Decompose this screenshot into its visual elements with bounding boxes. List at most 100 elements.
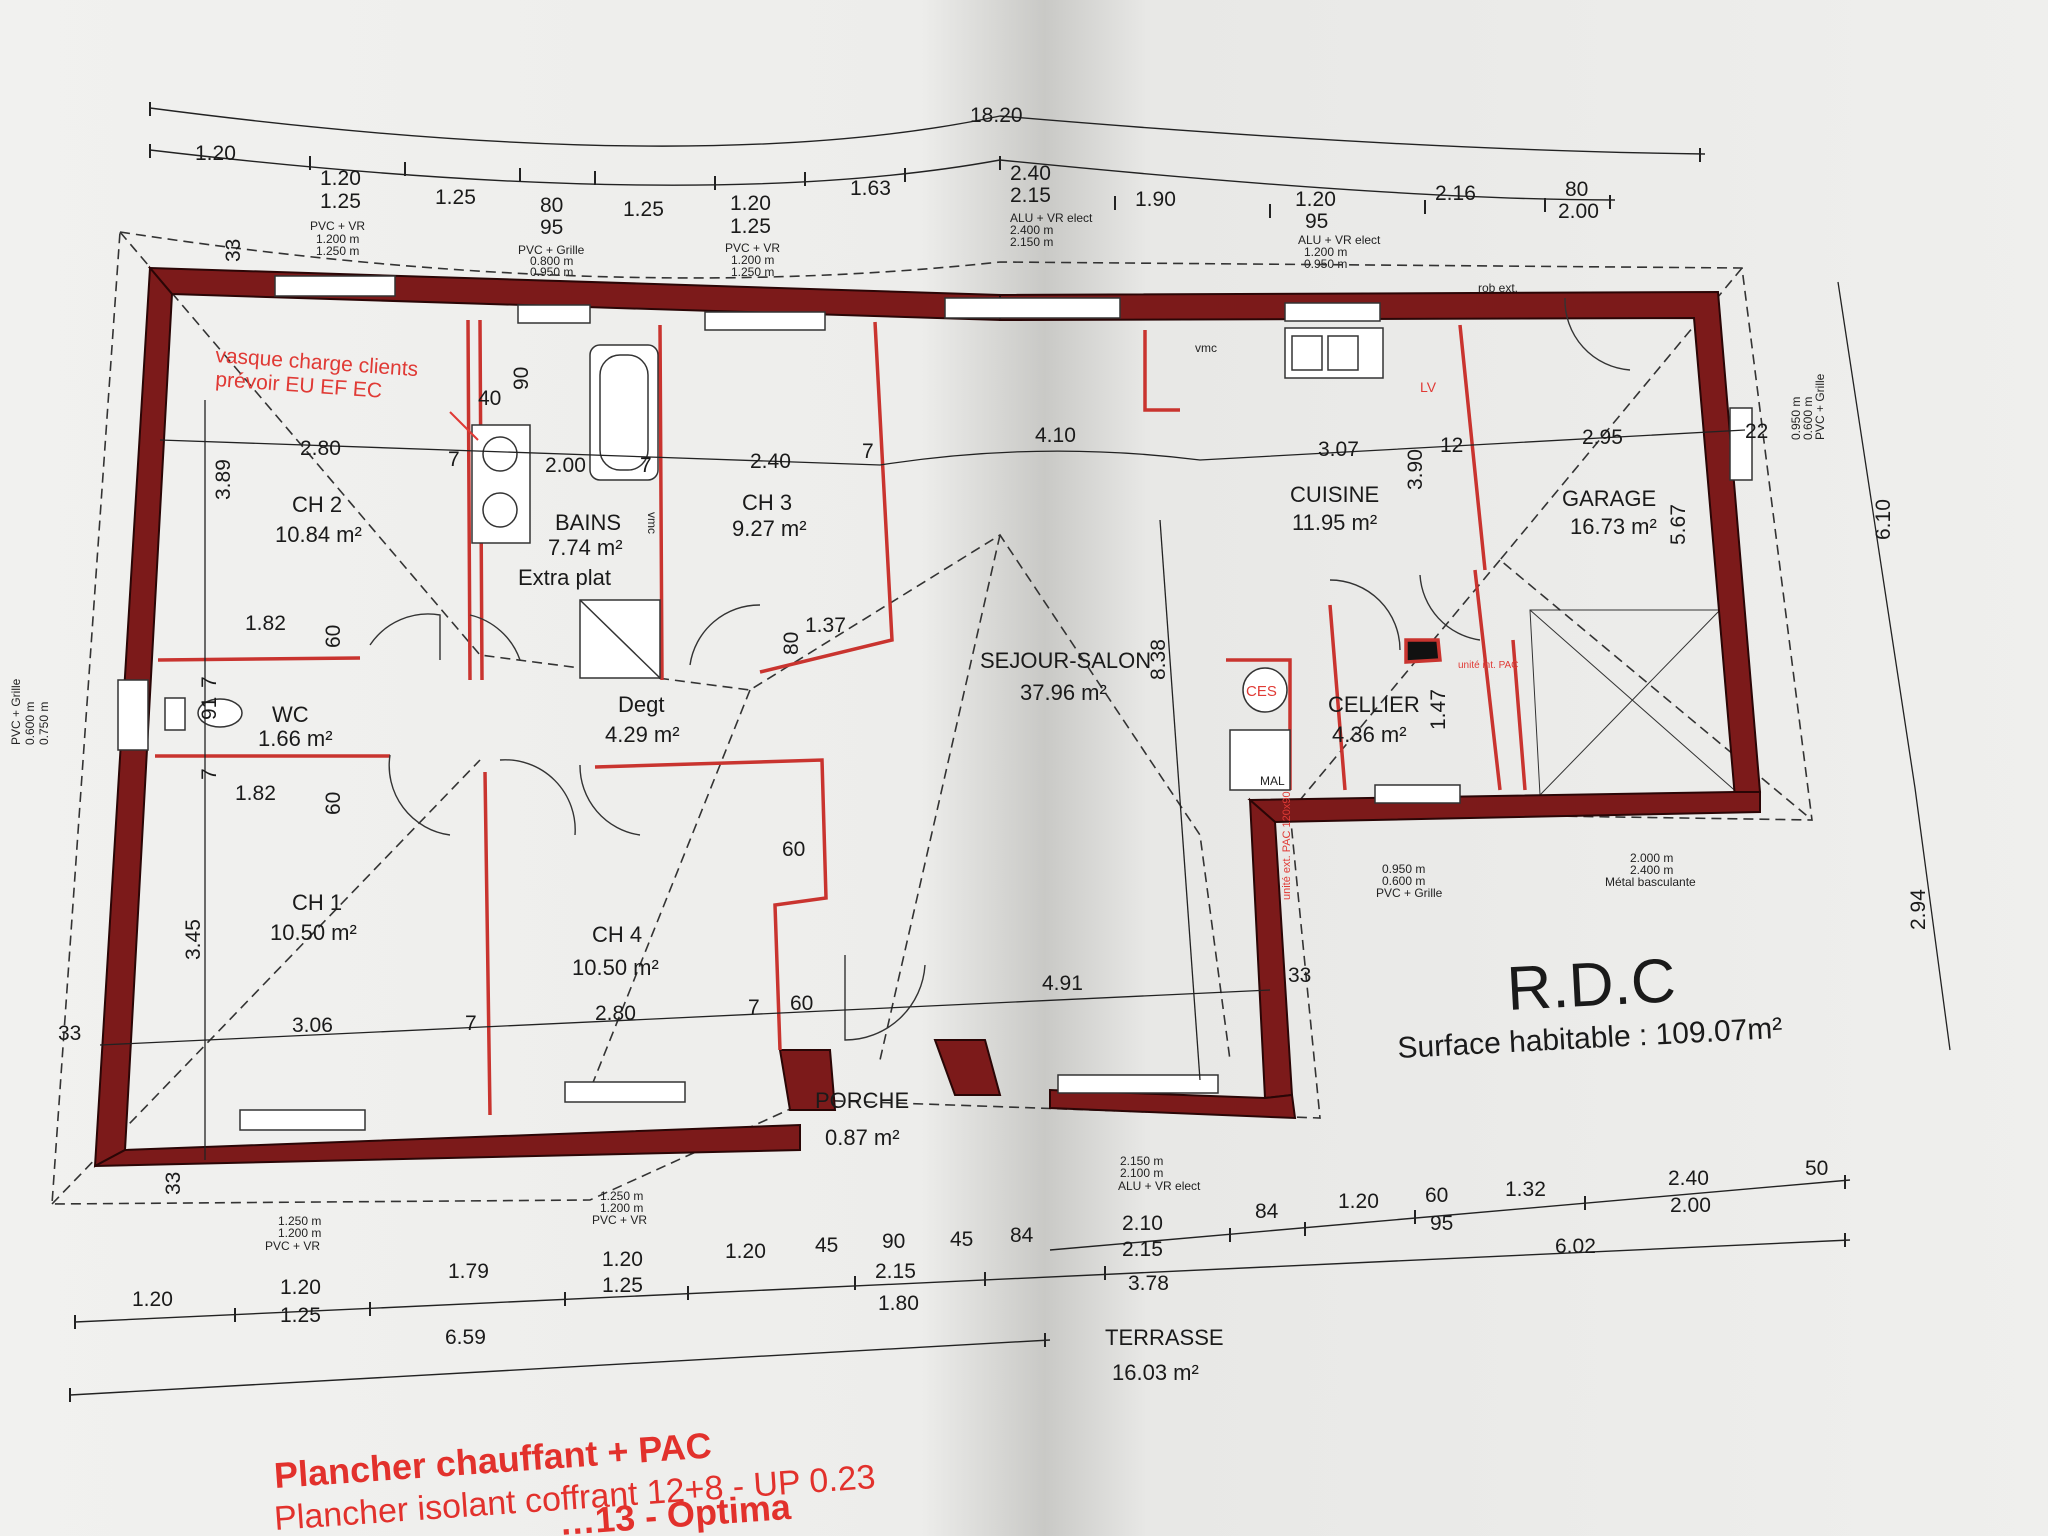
- svg-text:3.07: 3.07: [1318, 438, 1359, 461]
- bottom-dim-labels: 2.10 84 1.20 60 1.32 2.40 50 2.15 95 2.0…: [132, 1154, 1828, 1349]
- svg-text:7: 7: [640, 454, 652, 477]
- room-wc-name: WC: [272, 702, 309, 727]
- svg-text:2.16: 2.16: [1435, 182, 1476, 205]
- client-note: vasque charge clients prévoir EU EF EC: [215, 344, 479, 441]
- svg-text:0.950 m: 0.950 m: [530, 265, 573, 279]
- svg-text:1.25: 1.25: [435, 186, 476, 209]
- toilet: [164, 697, 243, 731]
- svg-text:3.06: 3.06: [292, 1014, 333, 1037]
- svg-text:1.20: 1.20: [730, 192, 771, 215]
- room-ch4-area: 10.50 m²: [572, 955, 659, 980]
- room-sejour-name: SEJOUR-SALON: [980, 648, 1151, 673]
- svg-text:2.80: 2.80: [595, 1002, 636, 1025]
- svg-text:0.950 m: 0.950 m: [1382, 862, 1425, 876]
- svg-text:4.10: 4.10: [1035, 424, 1076, 447]
- svg-text:ALU + VR elect: ALU + VR elect: [1010, 211, 1093, 225]
- interior-walls: [155, 319, 1527, 1116]
- svg-text:7: 7: [198, 768, 221, 780]
- svg-text:90: 90: [882, 1230, 905, 1253]
- svg-text:PVC + VR: PVC + VR: [310, 219, 365, 233]
- room-bains-extra: Extra plat: [518, 565, 611, 590]
- svg-text:1.25: 1.25: [280, 1304, 321, 1327]
- fixture-labels: vmc vmc LV rob ext. CES MAL unité int. P…: [645, 281, 1518, 900]
- room-garage-name: GARAGE: [1562, 486, 1656, 511]
- svg-text:PVC + Grille: PVC + Grille: [1376, 886, 1443, 900]
- room-sejour-area: 37.96 m²: [1020, 680, 1107, 705]
- svg-text:1.20: 1.20: [1295, 188, 1336, 211]
- svg-text:0.950 m: 0.950 m: [1789, 397, 1803, 440]
- svg-text:1.250 m: 1.250 m: [278, 1214, 321, 1228]
- room-ch3-area: 9.27 m²: [732, 516, 807, 541]
- svg-text:LV: LV: [1420, 379, 1437, 395]
- room-bains-name: BAINS: [555, 510, 621, 535]
- svg-text:rob ext.: rob ext.: [1478, 281, 1518, 295]
- svg-text:1.25: 1.25: [730, 215, 771, 238]
- svg-text:5.67: 5.67: [1667, 504, 1690, 545]
- room-cellier-area: 4.36 m²: [1332, 722, 1407, 747]
- svg-text:Métal basculante: Métal basculante: [1605, 875, 1696, 889]
- svg-text:2.95: 2.95: [1582, 426, 1623, 449]
- svg-text:1.20: 1.20: [280, 1276, 321, 1299]
- svg-text:2.150 m: 2.150 m: [1120, 1154, 1163, 1168]
- svg-text:PVC + Grille: PVC + Grille: [1813, 373, 1827, 440]
- svg-text:22: 22: [1745, 420, 1768, 443]
- svg-text:7: 7: [198, 676, 221, 688]
- svg-text:45: 45: [950, 1228, 973, 1251]
- bathtub: [589, 344, 659, 481]
- svg-text:1.20: 1.20: [195, 142, 236, 165]
- svg-text:2.100 m: 2.100 m: [1120, 1166, 1163, 1180]
- svg-text:1.250 m: 1.250 m: [731, 265, 774, 279]
- room-ch2-area: 10.84 m²: [275, 522, 362, 547]
- svg-text:1.90: 1.90: [1135, 188, 1176, 211]
- svg-text:8.38: 8.38: [1147, 639, 1170, 680]
- room-porche-name: PORCHE: [815, 1088, 909, 1113]
- svg-text:CES: CES: [1246, 683, 1277, 700]
- svg-text:unité int. PAC: unité int. PAC: [1458, 660, 1518, 671]
- svg-text:ALU + VR elect: ALU + VR elect: [1118, 1179, 1201, 1193]
- svg-text:2.40: 2.40: [750, 450, 791, 473]
- svg-text:80: 80: [540, 194, 563, 217]
- svg-text:84: 84: [1255, 1200, 1279, 1223]
- room-labels: CH 2 10.84 m² BAINS 7.74 m² Extra plat C…: [258, 482, 1657, 1385]
- svg-text:1.200 m: 1.200 m: [316, 232, 359, 246]
- svg-text:84: 84: [1010, 1224, 1034, 1247]
- svg-text:1.20: 1.20: [725, 1240, 766, 1263]
- svg-text:2.00: 2.00: [1670, 1194, 1711, 1217]
- svg-text:1.25: 1.25: [623, 198, 664, 221]
- svg-text:2.10: 2.10: [1122, 1212, 1163, 1235]
- svg-text:7: 7: [448, 448, 460, 471]
- room-ch1-area: 10.50 m²: [270, 920, 357, 945]
- svg-text:2.15: 2.15: [1122, 1238, 1163, 1261]
- svg-text:1.25: 1.25: [602, 1274, 643, 1297]
- top-dimension-lines: [149, 107, 1706, 201]
- svg-text:2.00: 2.00: [545, 454, 586, 477]
- svg-text:unité ext. PAC 120x90: unité ext. PAC 120x90: [1281, 791, 1293, 900]
- svg-text:1.32: 1.32: [1505, 1178, 1546, 1201]
- svg-text:0.600 m: 0.600 m: [1382, 874, 1425, 888]
- svg-text:6.02: 6.02: [1555, 1235, 1596, 1258]
- level-title: R.D.C: [1505, 946, 1677, 1024]
- svg-text:45: 45: [815, 1234, 838, 1257]
- svg-text:1.250 m: 1.250 m: [600, 1189, 643, 1203]
- room-bains-area: 7.74 m²: [548, 535, 623, 560]
- svg-text:2.15: 2.15: [1010, 184, 1051, 207]
- svg-text:33: 33: [162, 1172, 185, 1195]
- svg-text:60: 60: [782, 838, 805, 861]
- dim-overall-top: 18.20: [970, 104, 1023, 127]
- svg-text:2.15: 2.15: [875, 1260, 916, 1283]
- top-window-specs: PVC + VR 1.200 m 1.250 m PVC + Grille 0.…: [310, 211, 1381, 279]
- svg-text:1.200 m: 1.200 m: [600, 1201, 643, 1215]
- surface-habitable: Surface habitable : 109.07m²: [1397, 1012, 1783, 1065]
- kitchen-sink: [1284, 327, 1384, 379]
- svg-text:4.91: 4.91: [1042, 972, 1083, 995]
- svg-text:1.250 m: 1.250 m: [316, 244, 359, 258]
- room-ch3-name: CH 3: [742, 490, 792, 515]
- garage-door-spec: 2.000 m 2.400 m Métal basculante: [1605, 851, 1696, 889]
- room-degt-area: 4.29 m²: [605, 722, 680, 747]
- windows: [117, 275, 1753, 1131]
- svg-text:33: 33: [1288, 964, 1311, 987]
- svg-text:1.63: 1.63: [850, 177, 891, 200]
- svg-text:0.600 m: 0.600 m: [1801, 397, 1815, 440]
- room-porche-area: 0.87 m²: [825, 1125, 900, 1150]
